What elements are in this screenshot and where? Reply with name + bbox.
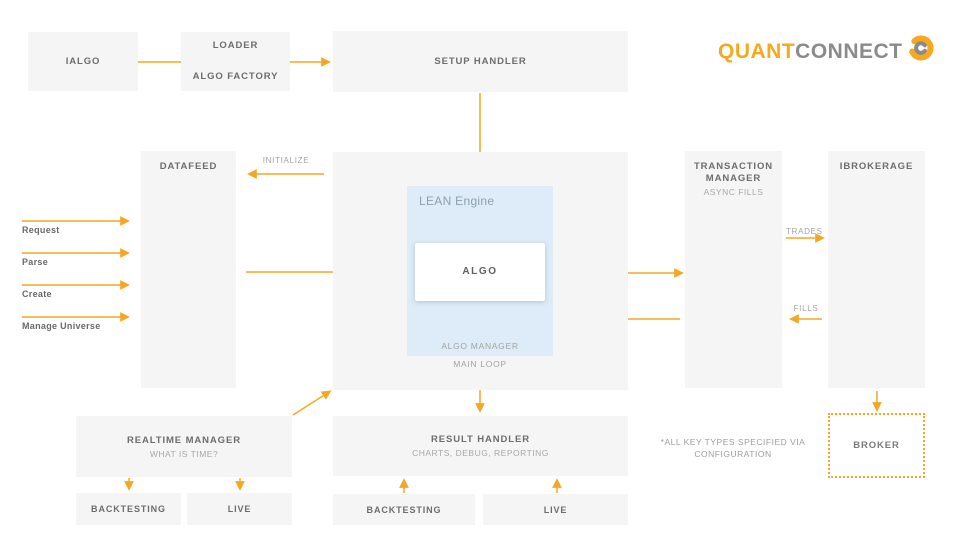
- result-backtesting-box: BACKTESTING: [333, 494, 475, 525]
- trades-label: TRADES: [786, 227, 823, 236]
- result-handler-box: RESULT HANDLER CHARTS, DEBUG, REPORTING: [333, 416, 628, 476]
- result-live-label: LIVE: [543, 504, 568, 515]
- request-label: Request: [22, 225, 60, 235]
- realtime-backtesting-box: BACKTESTING: [76, 493, 181, 525]
- async-fills-label: ASYNC FILLS: [703, 187, 764, 197]
- transaction-manager-label-line1: TRANSACTION: [693, 161, 774, 172]
- what-is-time-label: WHAT IS TIME?: [149, 448, 219, 459]
- footnote-line1: *ALL KEY TYPES SPECIFIED VIA: [660, 437, 806, 447]
- fills-right-label: FILLS: [793, 304, 819, 313]
- transaction-manager-label-line2: MANAGER: [705, 173, 762, 184]
- broker-label: BROKER: [853, 439, 900, 451]
- arrow-realtime-to-engine: [292, 390, 332, 416]
- ibrokerage-label: IBROKERAGE: [839, 161, 914, 172]
- logo-quant-text: QUANT: [718, 40, 796, 63]
- algo-label: ALGO: [462, 266, 498, 277]
- initialize-label: INITIALIZE: [262, 156, 310, 165]
- ialgo-box: IALGO: [28, 32, 138, 91]
- create-label: Create: [22, 289, 52, 299]
- algo-box: ALGO: [415, 243, 545, 301]
- footnote-line2: CONFIGURATION: [694, 449, 772, 459]
- quantconnect-swirl-icon: [908, 35, 934, 61]
- transaction-manager-box: TRANSACTION MANAGER ASYNC FILLS: [685, 151, 782, 388]
- ibrokerage-box: IBROKERAGE: [828, 151, 925, 388]
- loader-algo-factory-box: LOADER ALGO FACTORY: [181, 32, 290, 91]
- realtime-backtesting-label: BACKTESTING: [91, 504, 166, 514]
- charts-debug-reporting-label: CHARTS, DEBUG, REPORTING: [412, 448, 549, 458]
- algo-manager-label: ALGO MANAGER: [441, 341, 519, 351]
- parse-label: Parse: [22, 257, 49, 267]
- result-handler-label: RESULT HANDLER: [431, 434, 530, 445]
- result-live-box: LIVE: [483, 494, 628, 525]
- main-loop-label: MAIN LOOP: [453, 359, 507, 369]
- logo-connect-text: CONNECT: [795, 40, 903, 63]
- setup-handler-label: SETUP HANDLER: [434, 55, 527, 67]
- realtime-manager-label: REALTIME MANAGER: [127, 434, 241, 446]
- realtime-live-label: LIVE: [227, 504, 252, 514]
- configuration-footnote: *ALL KEY TYPES SPECIFIED VIA CONFIGURATI…: [640, 436, 826, 460]
- ialgo-label: IALGO: [65, 55, 101, 67]
- algo-factory-label: ALGO FACTORY: [192, 71, 279, 82]
- datafeed-box: DATAFEED: [141, 151, 236, 388]
- result-backtesting-label: BACKTESTING: [366, 504, 442, 515]
- datafeed-label: DATAFEED: [159, 161, 218, 172]
- broker-box: BROKER: [828, 413, 925, 478]
- lean-engine-label: LEAN Engine: [419, 194, 495, 208]
- setup-handler-box: SETUP HANDLER: [333, 31, 628, 92]
- manage-universe-label: Manage Universe: [22, 321, 101, 331]
- realtime-manager-box: REALTIME MANAGER WHAT IS TIME?: [76, 416, 292, 477]
- loader-label: LOADER: [212, 40, 259, 51]
- realtime-live-box: LIVE: [187, 493, 292, 525]
